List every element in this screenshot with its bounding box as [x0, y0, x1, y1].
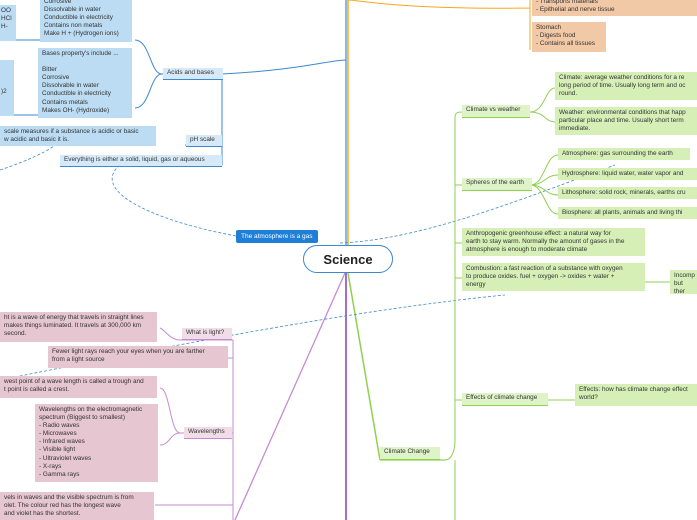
transport-tissue-node[interactable]: - Transports materials - Epithelial and …: [532, 0, 697, 16]
climate-definition-node[interactable]: Climate: average weather conditions for …: [555, 72, 697, 100]
acid-properties-node[interactable]: Corrosive Dissolvable in water Conductib…: [40, 0, 132, 42]
acid-fragment-node[interactable]: OO HCl H-: [0, 5, 16, 41]
combustion-node[interactable]: Combustion: a fast reaction of a substan…: [462, 263, 645, 291]
base-fragment-node[interactable]: )2: [0, 60, 14, 116]
climate-vs-weather-label[interactable]: Climate vs weather: [462, 105, 530, 118]
climate-change-label[interactable]: Climate Change: [380, 447, 440, 460]
greenhouse-effect-node[interactable]: Anthropogenic greenhouse effect: a natur…: [462, 228, 645, 256]
wavelengths-label[interactable]: Wavelengths: [184, 427, 232, 439]
biosphere-node[interactable]: Biosphere: all plants, animals and livin…: [558, 207, 697, 219]
what-is-light-label[interactable]: What is light?: [182, 328, 232, 340]
incomplete-combustion-node[interactable]: Incomp but ther: [670, 270, 697, 294]
spheres-of-earth-label[interactable]: Spheres of the earth: [462, 178, 532, 191]
stomach-node[interactable]: Stomach - Digests food - Contains all ti…: [532, 22, 606, 52]
ph-scale-text[interactable]: scale measures if a substance is acidic …: [0, 126, 156, 146]
atmosphere-chip[interactable]: The atmosphere is a gas: [236, 230, 318, 243]
hydrosphere-node[interactable]: Hydrosphere: liquid water, water vapor a…: [558, 168, 697, 180]
fewer-light-rays-node[interactable]: Fewer light rays reach your eyes when yo…: [48, 346, 228, 368]
trough-crest-node[interactable]: west point of a wave length is called a …: [0, 376, 157, 398]
visible-spectrum-node[interactable]: vels in waves and the visible spectrum i…: [0, 492, 154, 520]
acids-and-bases-label[interactable]: Acids and bases: [163, 68, 223, 80]
root-topic[interactable]: Science: [303, 245, 393, 273]
states-of-matter-node[interactable]: Everything is either a solid, liquid, ga…: [60, 155, 222, 167]
atmosphere-node[interactable]: Atmosphere: gas surrounding the earth: [558, 148, 690, 160]
electromagnetic-spectrum-node[interactable]: Wavelengths on the electromagnetic spect…: [35, 404, 158, 482]
ph-scale-label[interactable]: pH scale: [186, 135, 222, 147]
effects-of-climate-change-label[interactable]: Effects of climate change: [462, 393, 548, 406]
lithosphere-node[interactable]: Lithosphere: solid rock, minerals, earth…: [558, 187, 697, 199]
climate-change-effects-node[interactable]: Effects: how has climate change effect w…: [575, 384, 697, 406]
light-definition-node[interactable]: ht is a wave of energy that travels in s…: [0, 312, 157, 342]
weather-definition-node[interactable]: Weather: environmental conditions that h…: [555, 107, 697, 135]
base-properties-node[interactable]: Bases property's include ... Bitter Corr…: [38, 48, 132, 118]
